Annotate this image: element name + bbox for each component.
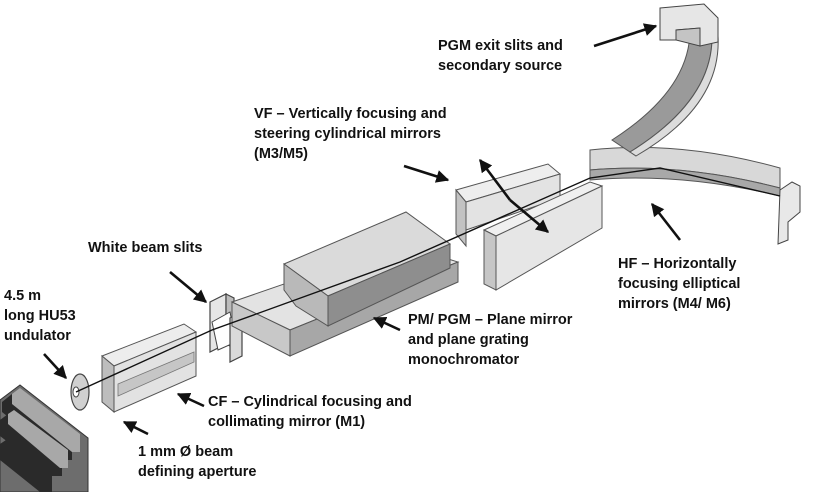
label-pm-pgm-line3: monochromator [408,352,520,368]
undulator-magnet-array [0,384,89,492]
arrow-hf-mirrors [650,202,682,241]
arrow-white-beam-slits [169,271,207,303]
label-pm-pgm: PM/ PGM – Plane mirror and plane grating… [408,310,572,370]
label-hf-mirrors: HF – Horizontally focusing elliptical mi… [618,254,740,314]
beam-path [75,167,781,393]
label-white-beam-slits: White beam slits [88,238,202,258]
arrow-undulator [43,353,67,379]
label-pm-pgm-line1: PM/ PGM – Plane mirror [408,312,573,328]
label-cf-mirror-line2: collimating mirror (M1) [208,414,366,430]
label-cf-mirror: CF – Cylindrical focusing and collimatin… [208,392,412,432]
arrow-vf-double-start [478,158,512,201]
label-aperture-line1: 1 mm Ø beam [138,444,234,460]
label-undulator: 4.5 m long HU53 undulator [4,286,76,346]
arrow-aperture [122,420,149,436]
label-pgm-exit-line2: secondary source [438,58,563,74]
label-cf-mirror-line1: CF – Cylindrical focusing and [208,394,412,410]
label-undulator-line3: undulator [4,328,71,344]
label-hf-mirrors-line1: HF – Horizontally [618,256,737,272]
label-vf-mirrors-line1: VF – Vertically focusing and [254,106,447,122]
label-hf-mirrors-line2: focusing elliptical [618,276,741,292]
label-vf-mirrors-line2: steering cylindrical mirrors [254,126,441,142]
label-vf-mirrors: VF – Vertically focusing and steering cy… [254,104,447,164]
label-undulator-line1: 4.5 m [4,288,42,304]
label-pgm-exit-line1: PGM exit slits and [438,38,563,54]
label-pgm-exit: PGM exit slits and secondary source [438,36,563,76]
pm-pgm-monochromator [230,211,460,357]
arrow-vf-mirrors [403,164,450,183]
arrow-pm-pgm [372,316,401,332]
label-undulator-line2: long HU53 [4,308,76,324]
cf-mirror-m1 [101,323,198,414]
label-aperture: 1 mm Ø beam defining aperture [138,442,256,482]
label-white-beam-slits-line1: White beam slits [88,240,203,256]
arrow-vf-double-end [509,199,549,233]
arrow-cf-mirror [176,392,205,408]
pgm-exit-branch [611,29,719,157]
endstation-slits [777,181,801,245]
label-vf-mirrors-line3: (M3/M5) [254,146,308,162]
label-aperture-line2: defining aperture [138,464,257,480]
beam-defining-aperture [70,373,90,411]
label-hf-mirrors-line3: mirrors (M4/ M6) [618,296,731,312]
label-pm-pgm-line2: and plane grating [408,332,529,348]
arrow-pgm-exit [593,23,658,48]
pgm-exit-slits [659,3,719,47]
annotation-arrows [43,23,682,436]
